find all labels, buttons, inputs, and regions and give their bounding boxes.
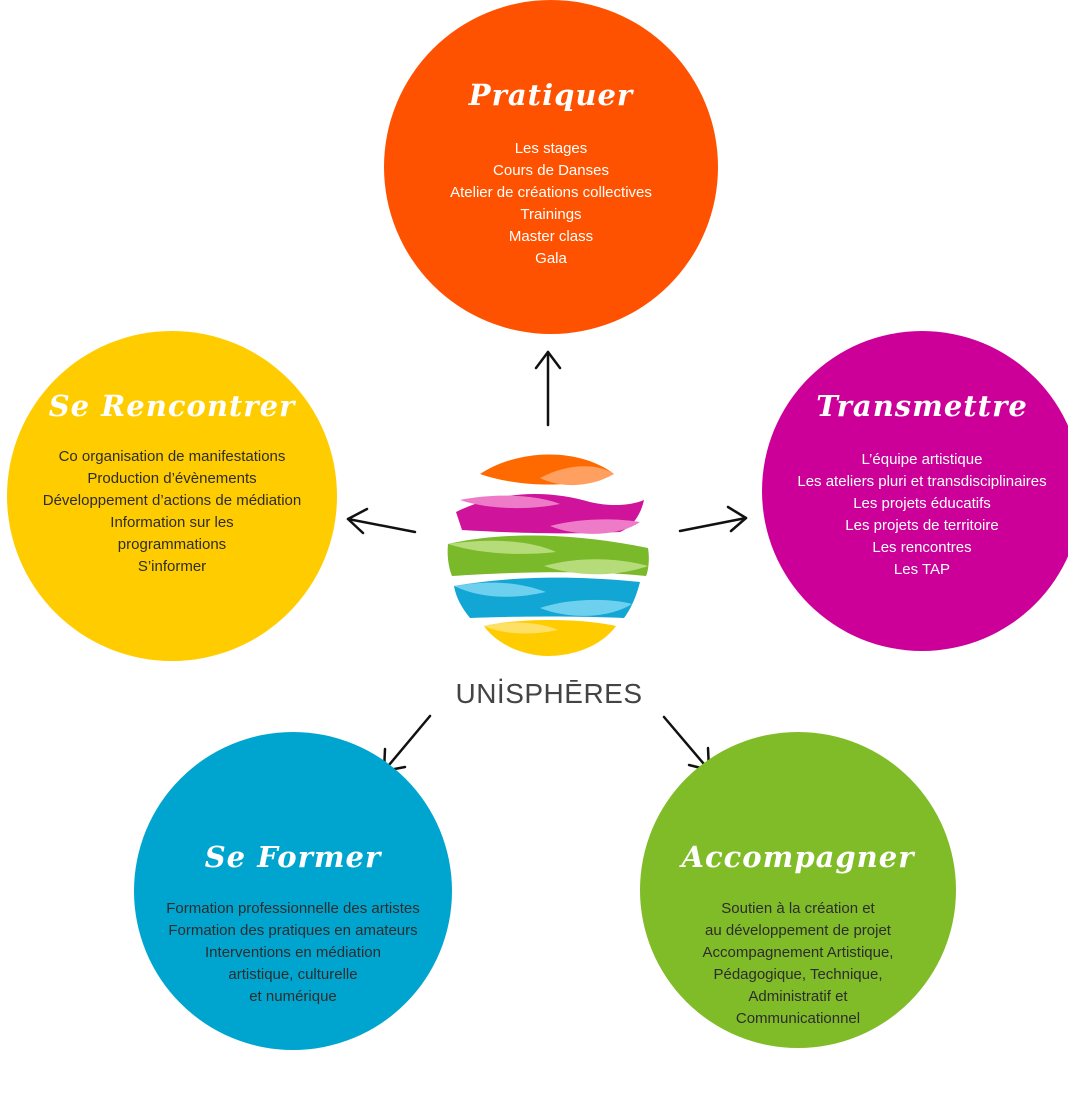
circle-title-accompagner: Accompagner xyxy=(681,840,915,874)
list-item: Production d’évènements xyxy=(87,470,257,487)
list-item: Les projets éducatifs xyxy=(853,495,991,512)
circle-list-transmettre: L’équipe artistique Les ateliers pluri e… xyxy=(762,449,1068,581)
list-item: Les rencontres xyxy=(872,539,972,556)
list-item: Pédagogique, Technique, xyxy=(713,966,883,983)
list-item: Les TAP xyxy=(893,561,951,578)
list-item: Cours de Danses xyxy=(493,162,609,179)
arrow-to-se-former xyxy=(382,714,432,773)
brand-name: UNİSPHĒRES xyxy=(455,678,643,709)
circle-list-se-rencontrer: Co organisation de manifestations Produc… xyxy=(7,446,337,578)
list-item: Gala xyxy=(535,250,567,267)
arrow-to-transmettre xyxy=(678,505,748,533)
circle-transmettre: Transmettre L’équipe artistique Les atel… xyxy=(762,331,1068,651)
list-item: Formation des pratiques en amateurs xyxy=(168,922,418,939)
list-item: Soutien à la création et xyxy=(721,900,875,917)
list-item: S’informer xyxy=(137,558,207,575)
list-item: programmations xyxy=(117,536,227,553)
circle-title-se-rencontrer: Se Rencontrer xyxy=(48,389,296,423)
unispheres-logo-icon xyxy=(447,454,649,656)
list-item: Interventions en médiation xyxy=(205,944,381,961)
circle-list-accompagner: Soutien à la création et au développemen… xyxy=(640,898,956,1030)
list-item: au développement de projet xyxy=(705,922,891,939)
list-item: Information sur les xyxy=(110,514,234,531)
list-item: Les projets de territoire xyxy=(845,517,999,534)
circle-title-pratiquer: Pratiquer xyxy=(468,78,634,112)
list-item: Administratif et xyxy=(748,988,848,1005)
list-item: L’équipe artistique xyxy=(861,451,983,468)
list-item: Les stages xyxy=(514,140,588,157)
circle-accompagner: Accompagner Soutien à la création et au … xyxy=(640,732,956,1048)
arrow-to-pratiquer xyxy=(534,350,562,427)
list-item: Co organisation de manifestations xyxy=(58,448,286,465)
list-item: et numérique xyxy=(249,988,337,1005)
circle-pratiquer: Pratiquer Les stages Cours de Danses Ate… xyxy=(384,0,718,334)
list-item: artistique, culturelle xyxy=(228,966,358,983)
circle-list-pratiquer: Les stages Cours de Danses Atelier de cr… xyxy=(384,138,718,270)
list-item: Atelier de créations collectives xyxy=(450,184,652,201)
circle-se-rencontrer: Se Rencontrer Co organisation de manifes… xyxy=(7,331,337,661)
arrow-to-accompagner xyxy=(662,715,711,772)
arrow-to-se-rencontrer xyxy=(346,507,417,535)
list-item: Formation professionnelle des artistes xyxy=(166,900,420,917)
circle-title-se-former: Se Former xyxy=(204,840,382,874)
list-item: Master class xyxy=(508,228,594,245)
list-item: Trainings xyxy=(520,206,582,223)
circle-se-former: Se Former Formation professionnelle des … xyxy=(134,732,452,1050)
list-item: Les ateliers pluri et transdisciplinaire… xyxy=(797,473,1047,490)
list-item: Développement d’actions de médiation xyxy=(42,492,302,509)
list-item: Accompagnement Artistique, xyxy=(702,944,894,961)
circle-title-transmettre: Transmettre xyxy=(816,389,1028,423)
circle-list-se-former: Formation professionnelle des artistes F… xyxy=(134,898,452,1008)
list-item: Communicationnel xyxy=(735,1010,861,1027)
